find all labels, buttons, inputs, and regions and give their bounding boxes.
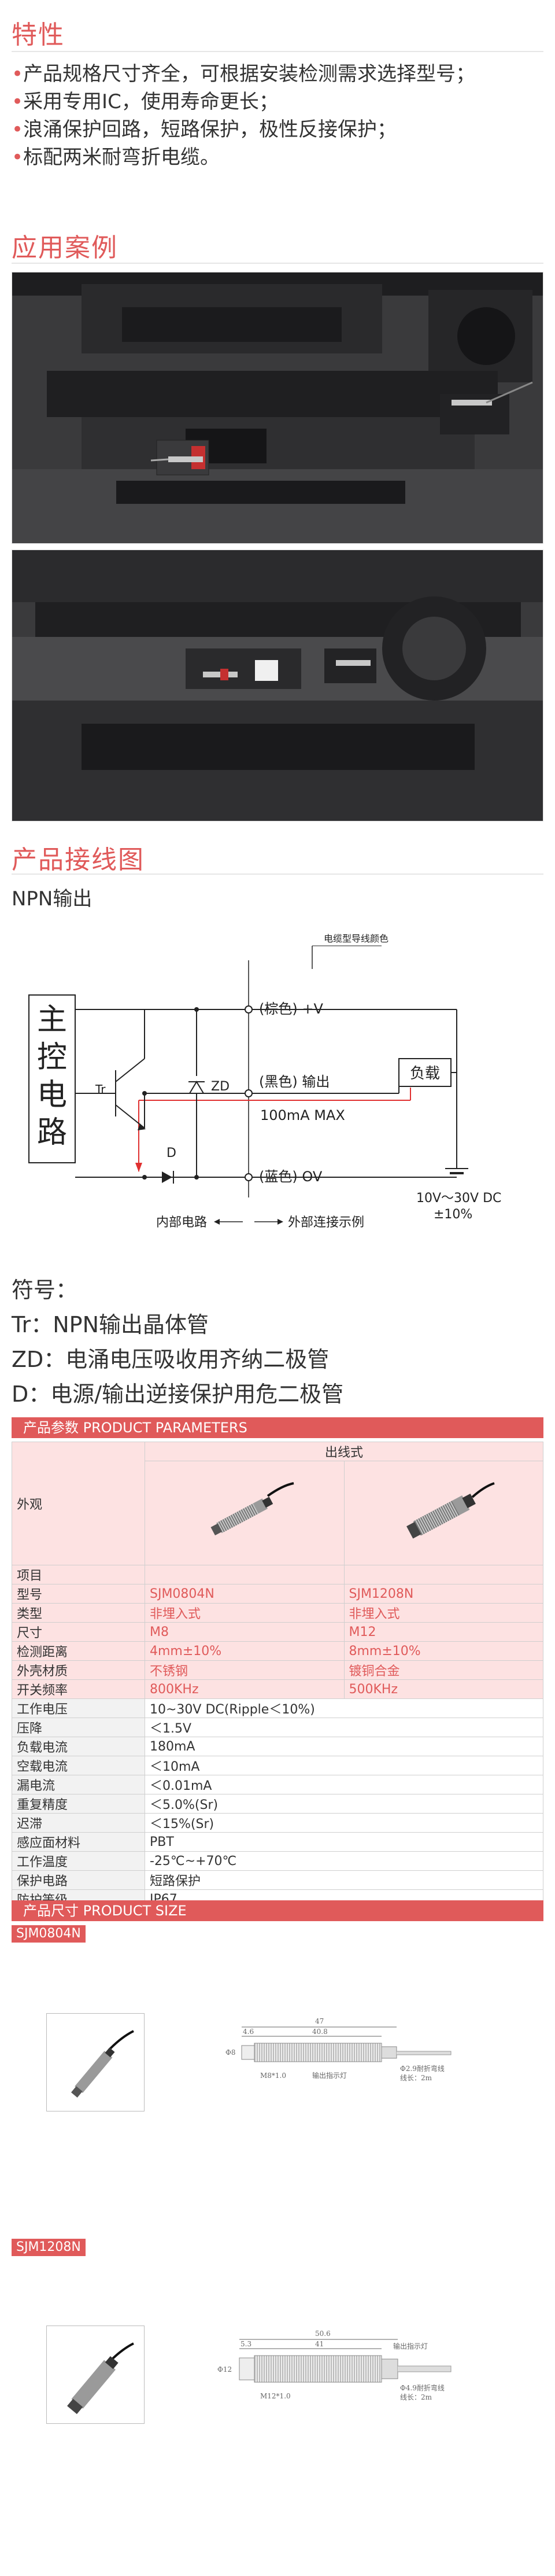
black-wire-label: (黑色) 输出 bbox=[259, 1074, 330, 1090]
load-label: 负载 bbox=[410, 1065, 440, 1082]
feature-item: •产品规格尺寸齐全，可根据安装检测需求选择型号； bbox=[12, 62, 476, 86]
item-label: 项目 bbox=[12, 1565, 145, 1584]
model1-dimension-drawing: 47 4.6 40.8 Φ8 M8*1.0 输出指示灯 Φ2.9耐折弯线 线长：… bbox=[225, 2017, 452, 2082]
svg-text:M8*1.0: M8*1.0 bbox=[260, 2072, 286, 2080]
voltage-label: 10V～30V DC bbox=[416, 1191, 501, 1206]
sensor-image-m8 bbox=[145, 1461, 345, 1565]
wiring-subtitle: NPN输出 bbox=[12, 887, 92, 911]
application-photo-2 bbox=[12, 550, 543, 821]
current-label: 100mA MAX bbox=[260, 1107, 345, 1123]
symbols-legend: 符号： Tr：NPN输出晶体管 ZD：电涌电压吸收用齐纳二极管 D：电源/输出逆… bbox=[12, 1273, 343, 1412]
symbol-item: D：电源/输出逆接保护用危二极管 bbox=[12, 1381, 344, 1407]
param-row: 迟滞＜15%(Sr) bbox=[12, 1813, 543, 1833]
main-circuit-char: 主 bbox=[37, 1003, 67, 1037]
svg-text:47: 47 bbox=[315, 2017, 324, 2025]
symbol-item: ZD：电涌电压吸收用齐纳二极管 bbox=[12, 1347, 330, 1372]
tr-label: Tr bbox=[95, 1082, 106, 1096]
svg-text:Φ4.9耐折弯线: Φ4.9耐折弯线 bbox=[400, 2383, 445, 2392]
param-row: 型号 SJM0804N SJM1208N bbox=[12, 1584, 543, 1604]
svg-text:线长：2m: 线长：2m bbox=[400, 2393, 432, 2401]
model-tag-sjm0804n: SJM0804N bbox=[12, 1925, 86, 1943]
application-photo-1 bbox=[12, 272, 543, 544]
params-table: 外观 出线式 bbox=[12, 1442, 543, 1909]
symbol-item: Tr：NPN输出晶体管 bbox=[12, 1312, 209, 1337]
param-row: 类型 非埋入式 非埋入式 bbox=[12, 1603, 543, 1623]
model1-photo bbox=[46, 2013, 145, 2111]
internal-circuit-label: 内部电路 bbox=[156, 1215, 207, 1230]
empty-cell bbox=[343, 1565, 543, 1584]
applications-divider bbox=[12, 263, 543, 264]
wiring-title: 产品接线图 bbox=[12, 845, 145, 875]
svg-text:输出指示灯: 输出指示灯 bbox=[312, 2071, 347, 2080]
features-divider bbox=[12, 51, 543, 52]
param-row: 保护电路短路保护 bbox=[12, 1870, 543, 1890]
tolerance-label: ±10% bbox=[434, 1207, 472, 1222]
svg-text:4.6: 4.6 bbox=[243, 2028, 254, 2036]
feature-item: •标配两米耐弯折电缆。 bbox=[12, 146, 220, 169]
sensor-image-m12 bbox=[343, 1461, 543, 1565]
main-circuit-char: 电 bbox=[37, 1078, 67, 1112]
svg-text:5.3: 5.3 bbox=[240, 2340, 251, 2348]
param-row: 空载电流＜10mA bbox=[12, 1756, 543, 1775]
param-row: 工作温度-25℃~+70℃ bbox=[12, 1851, 543, 1871]
model2-dimension-drawing: 50.6 5.3 41 Φ12 M12*1.0 输出指示灯 Φ4.9耐折弯线 线… bbox=[217, 2330, 452, 2401]
param-row: 开关频率 800KHz 500KHz bbox=[12, 1679, 543, 1699]
output-header: 出线式 bbox=[145, 1442, 543, 1461]
cable-color-label: 电缆型导线颜色 bbox=[324, 933, 388, 944]
features-list: •产品规格尺寸齐全，可根据安装检测需求选择型号； •采用专用IC，使用寿命更长；… bbox=[12, 60, 475, 171]
main-circuit-box bbox=[28, 994, 76, 1163]
param-row: 尺寸 M8 M12 bbox=[12, 1622, 543, 1642]
features-title: 特性 bbox=[12, 20, 65, 50]
svg-text:Φ2.9耐折弯线: Φ2.9耐折弯线 bbox=[400, 2064, 445, 2073]
svg-text:Φ8: Φ8 bbox=[225, 2048, 235, 2057]
wiring-divider bbox=[12, 874, 543, 875]
svg-text:41: 41 bbox=[315, 2340, 324, 2348]
svg-text:50.6: 50.6 bbox=[315, 2330, 331, 2338]
param-row: 压降＜1.5V bbox=[12, 1718, 543, 1737]
svg-text:线长：2m: 线长：2m bbox=[400, 2074, 432, 2082]
feature-item: •浪涌保护回路，短路保护，极性反接保护； bbox=[12, 118, 397, 141]
symbols-title: 符号： bbox=[12, 1277, 78, 1303]
param-row: 外壳材质 不锈钢 镀铜合金 bbox=[12, 1660, 543, 1680]
param-row: 漏电流＜0.01mA bbox=[12, 1775, 543, 1794]
param-row: 检测距离 4mm±10% 8mm±10% bbox=[12, 1641, 543, 1661]
param-row: 重复精度＜5.0%(Sr) bbox=[12, 1794, 543, 1814]
svg-text:M12*1.0: M12*1.0 bbox=[260, 2392, 291, 2400]
zd-label: ZD bbox=[211, 1079, 230, 1094]
model-tag-sjm1208n: SJM1208N bbox=[12, 2239, 86, 2256]
model2-photo bbox=[46, 2326, 145, 2424]
empty-cell bbox=[145, 1565, 345, 1584]
wiring-diagram: 主 控 电 路 电缆型导线颜色 (棕色) +V 负载 (黑色) 输出 bbox=[28, 933, 501, 1230]
svg-text:输出指示灯: 输出指示灯 bbox=[393, 2342, 428, 2350]
applications-title: 应用案例 bbox=[12, 233, 118, 263]
external-connection-label: 外部连接示例 bbox=[288, 1215, 364, 1230]
main-circuit-char: 控 bbox=[37, 1040, 67, 1075]
d-label: D bbox=[166, 1146, 176, 1160]
feature-item: •采用专用IC，使用寿命更长； bbox=[12, 90, 279, 113]
svg-text:40.8: 40.8 bbox=[312, 2028, 328, 2036]
params-banner: 产品参数 PRODUCT PARAMETERS bbox=[12, 1417, 543, 1438]
appearance-label: 外观 bbox=[12, 1442, 145, 1565]
svg-text:Φ12: Φ12 bbox=[217, 2365, 232, 2374]
size-banner: 产品尺寸 PRODUCT SIZE bbox=[12, 1900, 543, 1921]
main-circuit-char: 路 bbox=[37, 1115, 67, 1150]
